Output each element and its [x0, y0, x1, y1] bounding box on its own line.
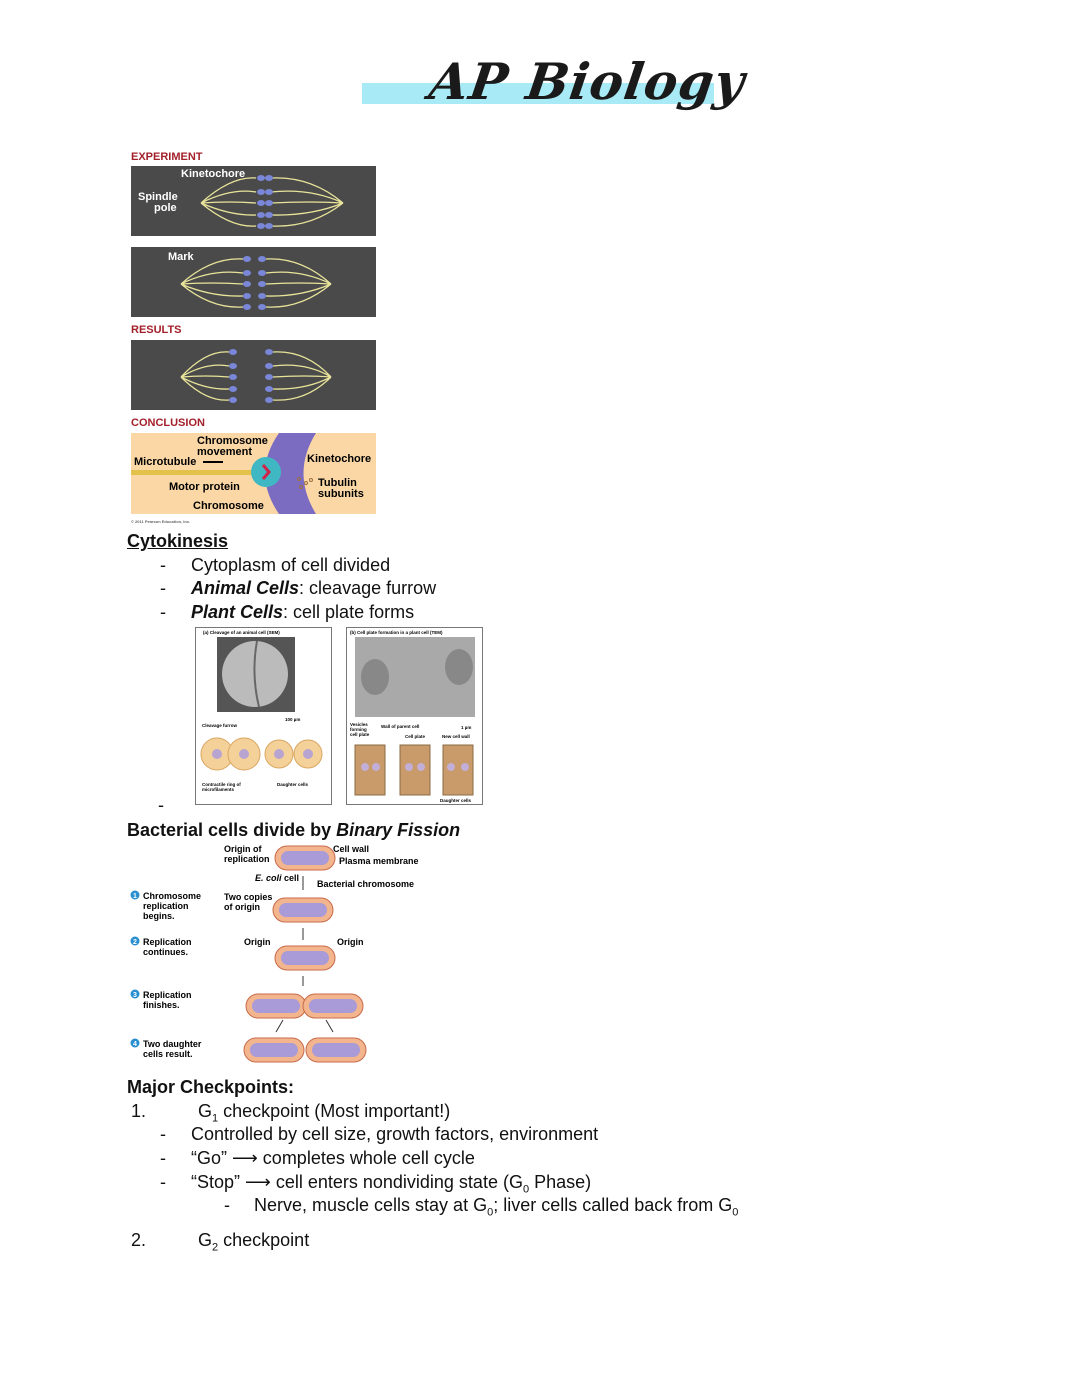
results-label: RESULTS	[131, 324, 182, 336]
step-1-text-2: replication	[143, 901, 189, 911]
tubulin-label: Tubulin	[318, 477, 357, 489]
empty-bullet: -	[158, 795, 164, 815]
dash: -	[160, 1172, 166, 1192]
step-3-number: 3	[133, 992, 137, 999]
new-cell-wall-label: New cell wall	[442, 734, 470, 739]
two-copies-label: Two copies	[224, 892, 272, 902]
g2-checkpoint: G2 checkpoint	[198, 1230, 310, 1254]
bullet-animal-cells: Animal Cells: cleavage furrow	[191, 578, 437, 598]
cleavage-furrow-label: Cleavage furrow	[202, 723, 238, 728]
contractile-ring-label: Contractile ring of	[202, 782, 241, 787]
dash: -	[160, 1124, 166, 1144]
panel-a-title: (a) Cleavage of an animal cell (SEM)	[203, 630, 280, 635]
dash: -	[160, 602, 166, 622]
cell-plate-label: Cell plate	[405, 734, 426, 739]
parent-wall-label: Wall of parent cell	[381, 724, 419, 729]
step-4-text-2: cells result.	[143, 1049, 193, 1059]
cytokinesis-figure: (a) Cleavage of an animal cell (SEM) 100…	[195, 627, 483, 805]
cell-wall-label: Cell wall	[333, 844, 369, 854]
origin-right-label: Origin	[337, 937, 364, 947]
step-2-text: Replication	[143, 937, 192, 947]
ecoli-label: E. coli cell	[255, 873, 299, 883]
microtubule-label: Microtubule	[134, 456, 196, 468]
vesicles-label-3: cell plate	[350, 732, 370, 737]
motor-protein-label: Motor protein	[169, 481, 240, 493]
chromosome-movement-label-2: movement	[197, 446, 252, 458]
item-2-number: 2.	[131, 1230, 147, 1250]
title-highlight	[362, 83, 714, 104]
daughter-cells-label-a: Daughter cells	[277, 782, 309, 787]
step-4-text: Two daughter	[143, 1039, 202, 1049]
copyright: © 2011 Pearson Education, Inc.	[131, 519, 190, 524]
bacterial-chromosome-label: Bacterial chromosome	[317, 879, 414, 889]
conclusion-label: CONCLUSION	[131, 417, 205, 429]
bullet-stop: “Stop” ⟶ cell enters nondividing state (…	[191, 1172, 592, 1196]
step-1-text-3: begins.	[143, 911, 175, 921]
kinetochore-label-2: Kinetochore	[307, 453, 371, 465]
tubulin-label-2: subunits	[318, 488, 364, 500]
plasma-membrane-label: Plasma membrane	[339, 856, 419, 866]
step-2-number: 2	[133, 939, 137, 946]
two-copies-label-2: of origin	[224, 902, 260, 912]
contractile-ring-label-2: microfilaments	[202, 787, 235, 792]
kinetochore-label: Kinetochore	[181, 168, 245, 180]
step-3-text-2: finishes.	[143, 1000, 180, 1010]
scale-1um: 1 µm	[461, 725, 471, 730]
spindle-pole-label: Spindle	[138, 191, 178, 203]
bullet-go: “Go” ⟶ completes whole cell cycle	[191, 1148, 475, 1168]
checkpoints-heading: Major Checkpoints:	[127, 1077, 295, 1097]
cytokinesis-heading: Cytokinesis	[127, 531, 229, 551]
bullet-controlled: Controlled by cell size, growth factors,…	[191, 1124, 599, 1144]
vesicles-label: Vesicles	[350, 722, 368, 727]
panel-b-title: (b) Cell plate formation in a plant cell…	[350, 630, 443, 635]
page-title: AP Biology	[425, 52, 749, 111]
dash: -	[160, 1148, 166, 1168]
spindle-pole-label-2: pole	[154, 202, 177, 214]
bullet-plant-cells: Plant Cells: cell plate forms	[191, 602, 415, 622]
g1-checkpoint: G1 checkpoint (Most important!)	[198, 1101, 451, 1125]
step-1-text: Chromosome	[143, 891, 201, 901]
chromosome-label: Chromosome	[193, 500, 264, 512]
step-3-text: Replication	[143, 990, 192, 1000]
origin-replication-label: Origin of	[224, 844, 262, 854]
daughter-cells-label-b: Daughter cells	[440, 798, 472, 803]
origin-replication-label-2: replication	[224, 854, 270, 864]
mark-label: Mark	[168, 251, 195, 263]
origin-left-label: Origin	[244, 937, 271, 947]
step-4-number: 4	[133, 1041, 137, 1048]
experiment-label: EXPERIMENT	[131, 151, 203, 163]
vesicles-label-2: forming	[350, 727, 367, 732]
experiment-panel-2: Mark	[131, 247, 376, 317]
dash: -	[224, 1195, 230, 1215]
dash: -	[160, 578, 166, 598]
experiment-panel-1: Kinetochore Spindle pole	[131, 166, 376, 236]
step-1-number: 1	[133, 893, 137, 900]
binary-fission-heading: Bacterial cells divide by Binary Fission	[127, 820, 461, 840]
step-2-text-2: continues.	[143, 947, 188, 957]
item-1-number: 1.	[131, 1101, 147, 1121]
results-panel	[131, 340, 376, 410]
bullet-cytoplasm: Cytoplasm of cell divided	[191, 555, 391, 575]
binary-fission-figure: Origin of replication Cell wall Plasma m…	[130, 844, 419, 1063]
conclusion-panel: Chromosome movement Microtubule Kinetoch…	[131, 433, 376, 524]
sub-bullet-nerve: Nerve, muscle cells stay at G0; liver ce…	[254, 1195, 739, 1219]
chromosome-movement-label: Chromosome	[197, 435, 268, 447]
dash: -	[160, 555, 166, 575]
scale-100um: 100 µm	[285, 717, 300, 722]
